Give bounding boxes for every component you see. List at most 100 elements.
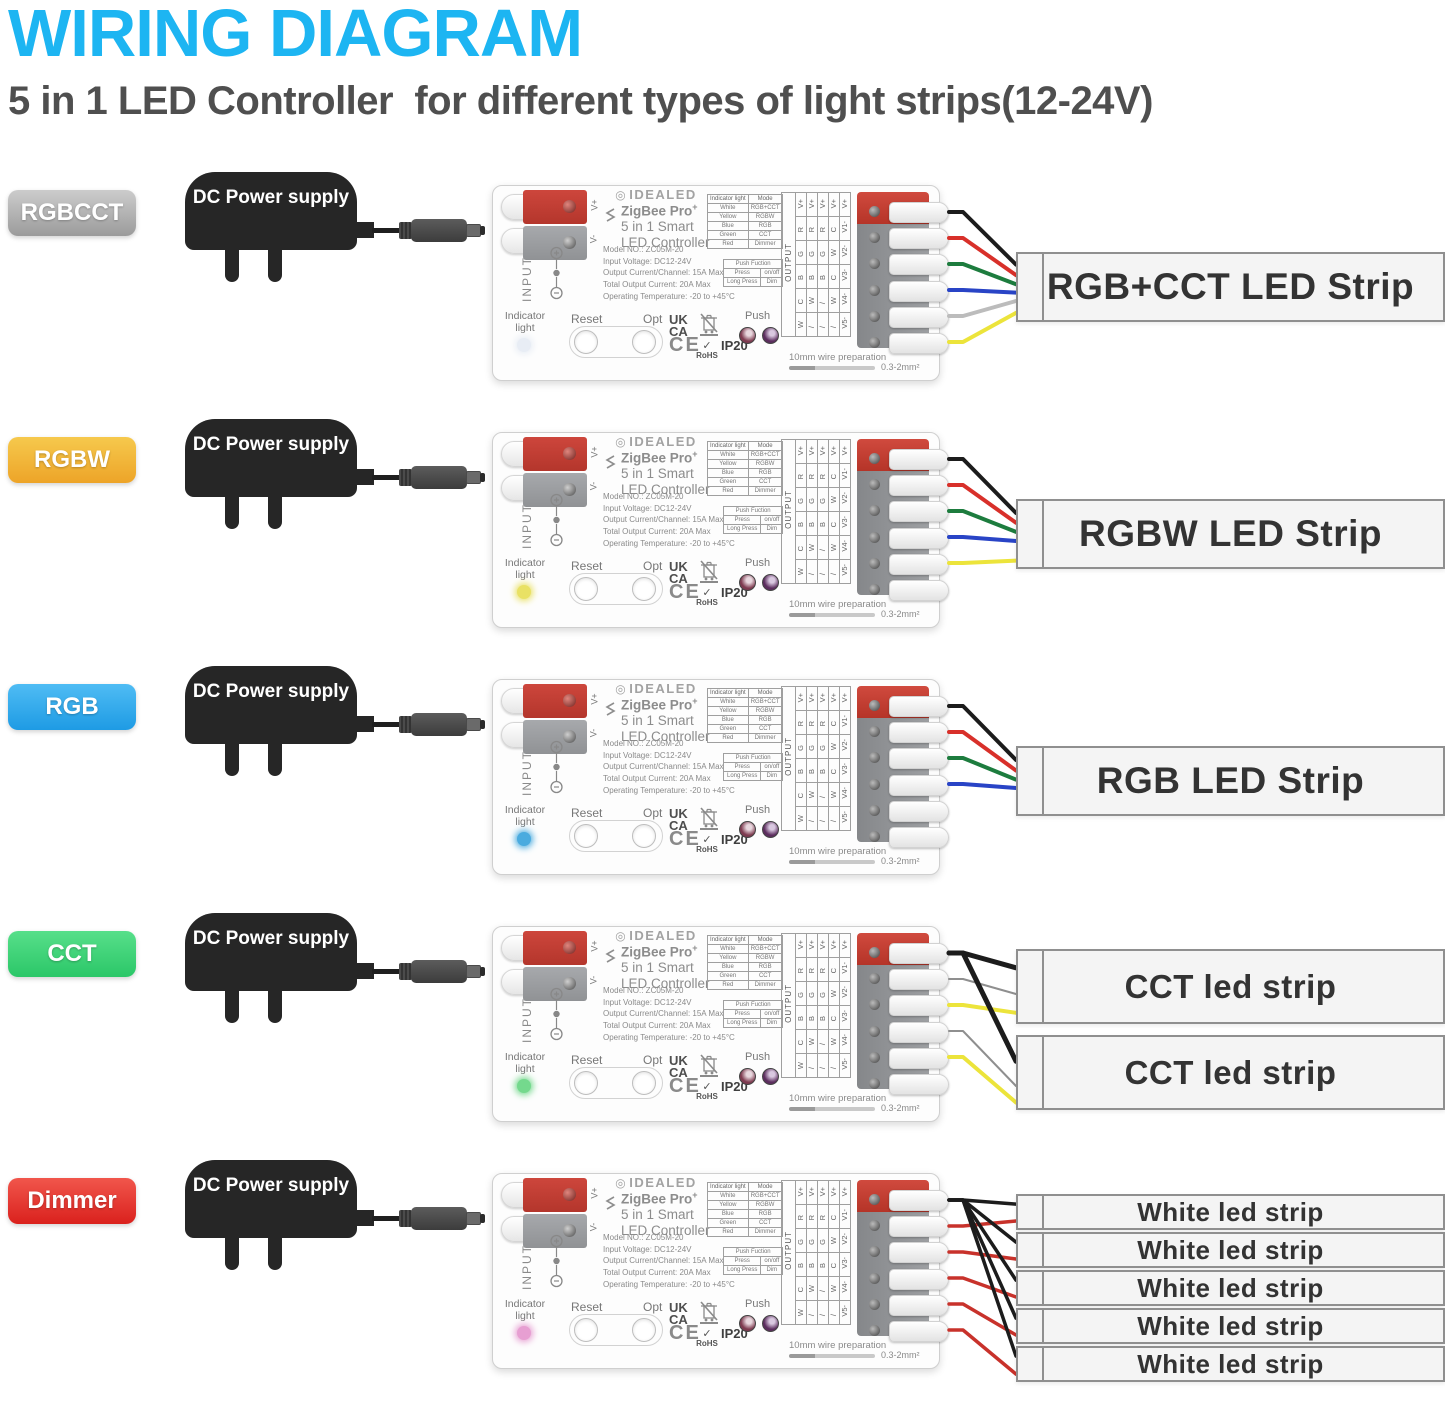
output-pin-cell: V3- [839, 1005, 851, 1030]
wire [947, 1250, 1018, 1261]
reset-label: Reset [571, 559, 603, 573]
output-terminal-lever [889, 800, 949, 822]
mode-badge-label: RGBCCT [20, 199, 124, 226]
strip-label: White led strip [1137, 1310, 1324, 1341]
led-controller: V+ V- ◎IDEALED ZigBee Pro+ 5 in 1 Smart … [492, 926, 949, 1122]
spec-line: Total Output Current: 20A Max [603, 527, 711, 537]
dc-connector-hole [480, 226, 485, 235]
push-button [762, 574, 779, 591]
output-pin-cell: V2- [839, 734, 851, 759]
push-button [762, 327, 779, 344]
opt-label: Opt [643, 1053, 663, 1067]
terminal-hole [563, 1224, 576, 1237]
table-cell: RGB+CCT [747, 944, 783, 954]
terminal-hole [869, 1298, 880, 1310]
output-pin-cell: W [828, 1276, 840, 1301]
push-label: Push [745, 557, 771, 569]
output-pin-cell: W [806, 782, 818, 807]
reset-label: Reset [571, 1300, 603, 1314]
table-header-cell: Mode [747, 1182, 783, 1192]
brand-name: IDEALED [629, 1175, 697, 1190]
wire-spec: 0.3-2mm² [881, 362, 920, 372]
brand-logo-icon: ◎ [615, 682, 628, 696]
table-header-cell: Indicator light [707, 688, 749, 698]
output-table-header: OUTPUT [781, 192, 796, 337]
table-header-cell: Indicator light [707, 935, 749, 945]
led-strip: White led strip [1016, 1308, 1445, 1344]
dc-connector-hole [480, 967, 485, 976]
input-terminal-positive [523, 931, 587, 965]
brand-logo-icon: ◎ [615, 188, 628, 202]
output-pin-cell: B [806, 264, 818, 289]
output-pin-cell: V2- [839, 487, 851, 512]
mode-badge: RGBCCT [8, 190, 136, 236]
wire-spec: 0.3-2mm² [881, 1103, 920, 1113]
spec-line: Input Voltage: DC12-24V [603, 503, 692, 513]
spec-line: Model NO.: ZC05M-20 [603, 492, 684, 501]
terminal-hole [869, 310, 880, 322]
push-label: Push [745, 1051, 771, 1063]
terminal-hole [563, 236, 576, 249]
output-pin-cell: R [817, 216, 829, 241]
plug-prong [225, 987, 239, 1023]
cable-strain-relief [399, 963, 412, 980]
wire-note: 10mm wire preparation [789, 352, 886, 370]
terminal-hole [869, 1220, 880, 1232]
output-pin-cell: B [806, 1005, 818, 1030]
zigbee-icon [605, 1196, 616, 1210]
wire [947, 535, 1018, 543]
table-cell: Press [722, 1256, 762, 1266]
wire [947, 704, 1018, 762]
input-terminal-negative [523, 720, 587, 754]
terminal-hole [869, 1194, 880, 1205]
output-pin-cell: W [828, 782, 840, 807]
wiring-svg [947, 1198, 1018, 1376]
product-name: ZigBee Pro+ 5 in 1 Smart LED Controller [621, 941, 710, 991]
wire [946, 950, 1019, 1064]
table-row: W///V5- [782, 312, 851, 337]
output-pin-cell: R [795, 463, 807, 488]
wire [948, 1030, 1017, 1087]
indicator-light-label: Indicator light [504, 557, 546, 581]
product-line3: LED Controller [621, 728, 710, 744]
terminal-hole [869, 479, 880, 491]
table-cell: Green [707, 230, 749, 240]
terminal-hole [869, 1051, 880, 1063]
input-label: INPUT [520, 997, 534, 1043]
plug-prong [268, 1234, 282, 1270]
indicator-led [517, 585, 531, 599]
polarity-icon [550, 1234, 563, 1288]
output-pin-cell: R [806, 710, 818, 735]
output-pin-cell: / [817, 782, 829, 807]
brand-logo-icon: ◎ [615, 929, 628, 943]
terminal-hole [869, 232, 880, 244]
dc-connector-hole [480, 473, 485, 482]
terminal-hole [869, 1272, 880, 1284]
wire-strip-icon [789, 1354, 875, 1358]
product-line1: ZigBee Pro [621, 1191, 693, 1207]
table-cell: Dim [760, 277, 784, 287]
input-terminal-negative [523, 473, 587, 507]
led-strip: White led strip [1016, 1232, 1445, 1268]
table-cell: Blue [707, 715, 749, 725]
table-header-cell: Indicator light [707, 194, 749, 204]
output-pin-cell: B [795, 1005, 807, 1030]
wire [947, 310, 1018, 344]
terminal-hole [869, 1325, 880, 1336]
output-pin-cell: V5- [839, 806, 851, 831]
table-cell: White [707, 697, 749, 707]
table-cell: Green [707, 724, 749, 734]
zigbee-icon [605, 455, 616, 469]
indicator-led [517, 1079, 531, 1093]
table-cell: White [707, 203, 749, 213]
output-pin-cell: G [806, 1228, 818, 1253]
output-pin-cell: V5- [839, 312, 851, 337]
